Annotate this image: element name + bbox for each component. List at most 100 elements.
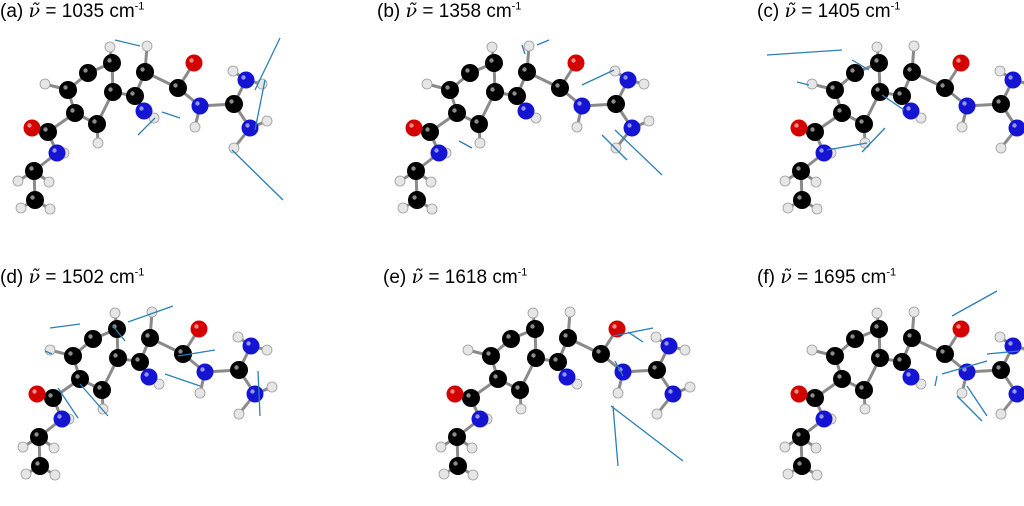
atom-highlight [506, 334, 510, 338]
oxygen-atom [791, 120, 808, 137]
carbon-atom [407, 162, 425, 180]
atom-highlight [234, 365, 238, 369]
atom-highlight [1012, 389, 1016, 393]
oxygen-atom [953, 55, 970, 72]
atom-highlight [92, 119, 96, 123]
atom-highlight [246, 341, 250, 345]
hydrogen-atom [18, 442, 28, 452]
carbon-atom [39, 123, 57, 141]
oxygen-atom [406, 120, 423, 137]
carbon-atom [93, 381, 111, 399]
hydrogen-atom [639, 79, 649, 89]
panel-a: (a) ν̃ = 1035 cm-1 [0, 0, 330, 240]
atom-highlight [241, 75, 245, 79]
atom-highlight [493, 374, 497, 378]
carbon-atom [893, 87, 911, 105]
carbon-atom [992, 361, 1010, 379]
carbon-atom [526, 320, 544, 338]
atom-highlight [107, 58, 111, 62]
displacement-vector [628, 332, 643, 342]
atom-highlight [664, 341, 668, 345]
hydrogen-atom [45, 204, 55, 214]
atom-highlight [1008, 341, 1012, 345]
hydrogen-atom [872, 308, 882, 318]
atom-highlight [652, 365, 656, 369]
atom-highlight [531, 353, 535, 357]
nitrogen-atom [816, 411, 833, 428]
carbon-atom [793, 191, 811, 209]
hydrogen-atom [475, 138, 485, 148]
carbon-atom [225, 95, 243, 113]
carbon-atom [470, 115, 488, 133]
atom-highlight [52, 148, 56, 152]
carbon-atom [59, 81, 77, 99]
atom-highlight [996, 365, 1000, 369]
atom-highlight [850, 68, 854, 72]
carbon-atom [833, 104, 851, 122]
molecule-structure [780, 291, 1024, 480]
displacement-vector [957, 396, 982, 421]
atom-highlight [563, 333, 567, 337]
atom-highlight [453, 461, 457, 465]
carbon-atom [441, 81, 459, 99]
atom-highlight [562, 372, 566, 376]
displacement-vector [232, 150, 283, 200]
carbon-atom [551, 79, 569, 97]
atom-highlight [30, 195, 34, 199]
carbon-atom [421, 123, 439, 141]
hydrogen-atom [524, 41, 534, 51]
atom-highlight [97, 385, 101, 389]
atom-highlight [571, 58, 575, 62]
atom-highlight [796, 432, 800, 436]
hydrogen-atom [233, 332, 243, 342]
displacement-vector [537, 40, 549, 45]
carbon-atom [66, 104, 84, 122]
nitrogen-atom [197, 364, 214, 381]
hydrogen-atom [611, 143, 621, 153]
atom-highlight [819, 414, 823, 418]
carbon-atom [449, 457, 467, 475]
carbon-atom [126, 87, 144, 105]
atom-highlight [796, 166, 800, 170]
carbon-atom [826, 347, 844, 365]
nitrogen-atom [620, 72, 637, 89]
atom-highlight [32, 389, 36, 393]
nitrogen-atom [1005, 72, 1022, 89]
hydrogen-atom [234, 409, 244, 419]
carbon-atom [607, 95, 625, 113]
atom-highlight [897, 91, 901, 95]
hydrogen-atom [13, 176, 23, 186]
hydrogen-atom [996, 409, 1006, 419]
carbon-atom [230, 361, 248, 379]
atom-highlight [57, 414, 61, 418]
carbon-atom [448, 104, 466, 122]
atom-highlight [810, 127, 814, 131]
nitrogen-atom [141, 369, 158, 386]
atom-highlight [553, 357, 557, 361]
atom-highlight [940, 349, 944, 353]
nitrogen-atom [661, 338, 678, 355]
hydrogen-atom [680, 345, 690, 355]
molecule-e [383, 266, 713, 491]
carbon-atom [84, 330, 102, 348]
hydrogen-atom [21, 469, 31, 479]
atom-highlight [194, 324, 198, 328]
atom-highlight [465, 68, 469, 72]
carbon-atom [71, 370, 89, 388]
nitrogen-atom [243, 338, 260, 355]
atom-highlight [425, 127, 429, 131]
atom-highlight [434, 148, 438, 152]
panel-b: (b) ν̃ = 1358 cm-1 [377, 0, 707, 240]
atom-highlight [245, 123, 249, 127]
nitrogen-atom [959, 364, 976, 381]
atom-highlight [897, 357, 901, 361]
atom-highlight [70, 108, 74, 112]
displacement-vector [967, 386, 987, 416]
carbon-atom [826, 81, 844, 99]
panel-d: (d) ν̃ = 1502 cm-1 [0, 266, 330, 506]
carbon-atom [648, 361, 666, 379]
hydrogen-atom [105, 42, 115, 52]
carbon-atom [792, 162, 810, 180]
carbon-atom [870, 320, 888, 338]
molecule-d [0, 266, 330, 491]
